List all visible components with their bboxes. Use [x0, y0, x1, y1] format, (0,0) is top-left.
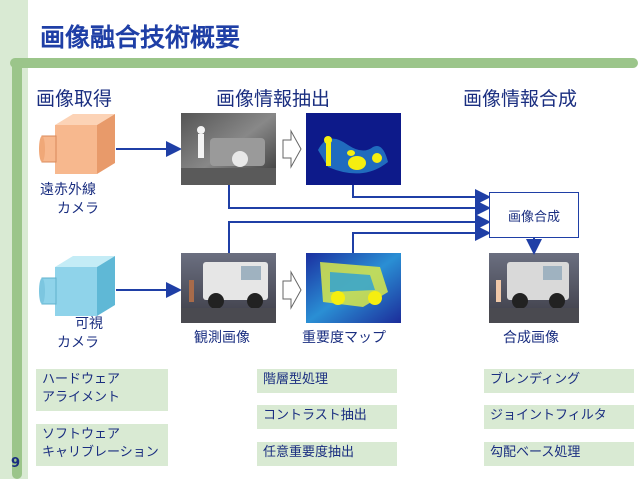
tag-joint-filter: ジョイントフィルタ [484, 405, 634, 429]
ir-transform-arrow [282, 129, 302, 169]
visible-transform-arrow [282, 270, 302, 310]
ir-observed-image [181, 113, 276, 185]
tag-arbitrary-importance: 任意重要度抽出 [257, 442, 397, 466]
tag-hardware-alignment: ハードウェア アライメント [36, 369, 168, 411]
ir-importance-map [306, 113, 401, 185]
visible-observed-image [181, 253, 276, 323]
heading-acquire: 画像取得 [36, 88, 113, 110]
tag-software-calibration: ソフトウェア キャリブレーション [36, 424, 168, 466]
heading-compose: 画像情報合成 [463, 88, 578, 110]
heading-extract: 画像情報抽出 [216, 88, 331, 110]
visible-camera-icon [39, 256, 115, 316]
compose-process-box: 画像合成 [489, 192, 579, 238]
composite-image-caption: 合成画像 [503, 330, 559, 346]
page-number: 9 [11, 456, 21, 471]
visible-importance-map [306, 253, 401, 323]
ir-camera-label-1: 遠赤外線 [40, 182, 96, 198]
left-rule [12, 58, 22, 479]
tag-blending: ブレンディング [484, 369, 634, 393]
visible-camera-label-1: 可視 [75, 316, 103, 332]
ir-camera-label-2: カメラ [57, 201, 99, 217]
observed-image-caption: 観測画像 [194, 330, 250, 346]
tag-hierarchical-processing: 階層型処理 [257, 369, 397, 393]
visible-camera-label-2: カメラ [57, 335, 99, 351]
tag-contrast-extraction: コントラスト抽出 [257, 405, 397, 429]
ir-camera-icon [39, 114, 115, 174]
importance-map-caption: 重要度マップ [302, 330, 386, 346]
tag-gradient-processing: 勾配ベース処理 [484, 442, 634, 466]
composite-image [489, 253, 579, 323]
slide-title: 画像融合技術概要 [40, 23, 241, 52]
title-underline [10, 58, 638, 68]
